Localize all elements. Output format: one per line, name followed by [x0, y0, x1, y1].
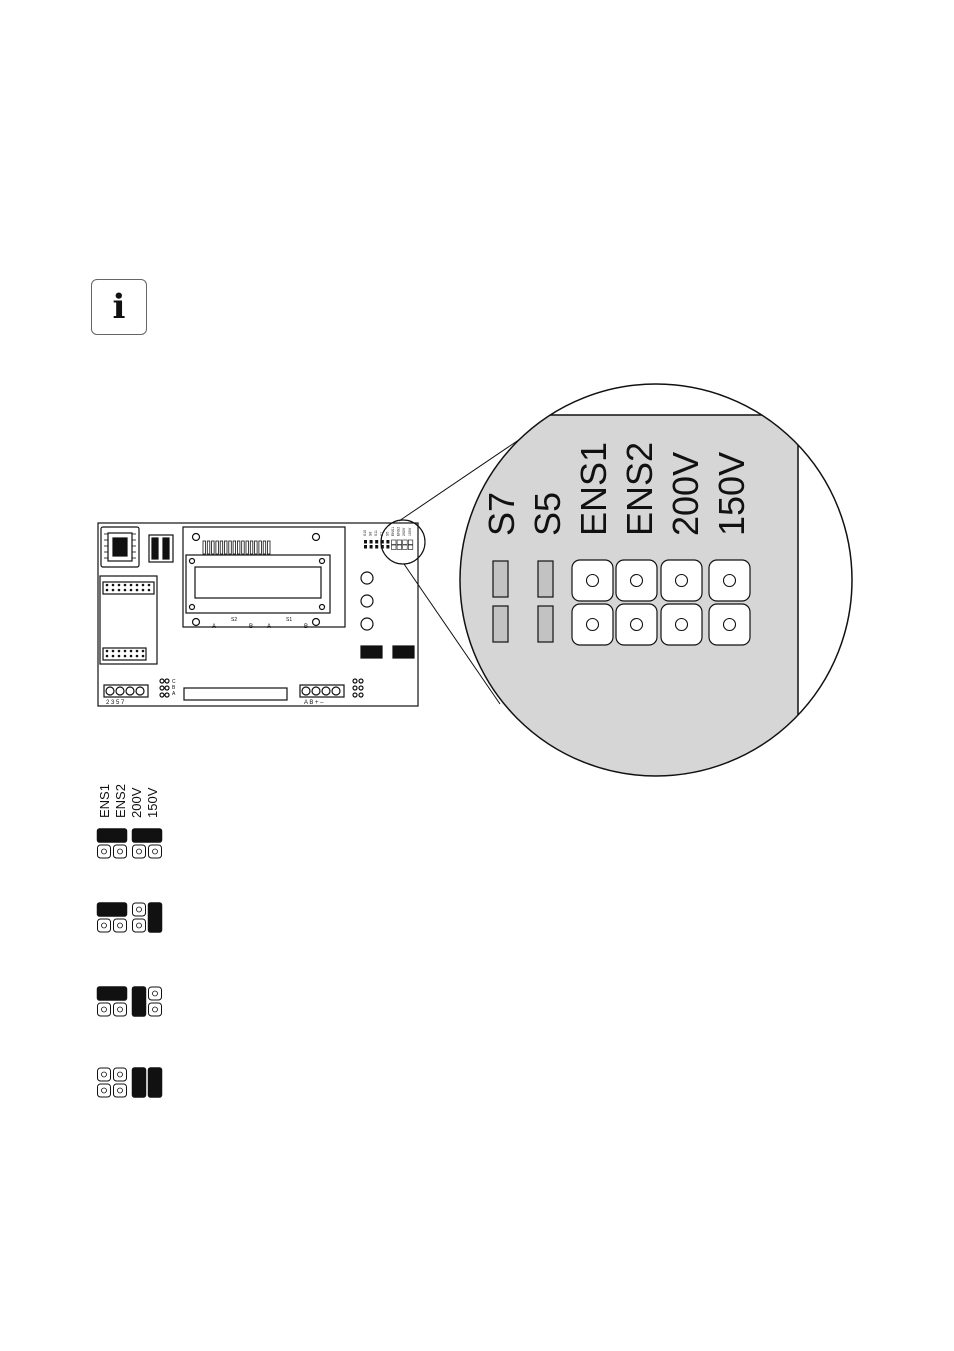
ribbon-connector [183, 687, 288, 701]
svg-text:C: C [172, 679, 176, 685]
led-3 [360, 617, 374, 631]
svg-text:A: A [172, 691, 176, 697]
connector-block-2 [392, 645, 415, 659]
tiny-jumper-label: ENS1 [391, 527, 395, 536]
tiny-jumper-label: S11 [374, 530, 378, 536]
zoom-line-bottom [403, 563, 501, 705]
jumper-pin-rect [537, 605, 554, 643]
connector-block-1 [360, 645, 383, 659]
zoom-label-s7: S7 [481, 492, 522, 536]
jumper-pin-square [708, 559, 751, 602]
terminal-right-labels: A B + – [304, 700, 324, 706]
zoom-label-ens1: ENS1 [573, 442, 614, 536]
jumper-pin-square [708, 603, 751, 646]
module-left [99, 575, 158, 665]
pcb-board: S2 S1 A B A B 2 3 5 7 C B A [97, 519, 426, 707]
tiny-jumper-label: 200V [402, 527, 406, 536]
svg-text:B: B [304, 624, 308, 630]
tiny-jumper-label: S5 [385, 532, 389, 536]
svg-text:A: A [212, 624, 216, 630]
jumper-pin-square [615, 559, 658, 602]
jumper-pin-rect [492, 560, 509, 598]
tiny-jumper-label: ENS2 [397, 527, 401, 536]
zoom-label-s5: S5 [527, 492, 568, 536]
jumper-pin-rect [492, 605, 509, 643]
zoom-label-200v: 200V [665, 452, 706, 536]
jumper-pin-square [571, 603, 614, 646]
led-1 [360, 571, 374, 585]
info-icon: i [91, 279, 147, 335]
tiny-jumper-label: S10 [363, 530, 367, 536]
legend-config-2 [96, 902, 163, 933]
zoom-label-150v: 150V [711, 452, 752, 536]
legend-header-200v: 200V [129, 787, 144, 818]
terminal-right [299, 684, 345, 698]
jumper-pin-square [571, 559, 614, 602]
jumper-pin-square [615, 603, 658, 646]
label-s2: S2 [231, 617, 237, 623]
magnifier-ring [380, 519, 426, 565]
svg-text:B: B [172, 685, 176, 691]
switch-icon [148, 534, 174, 563]
terminal-left-labels: 2 3 5 7 [106, 700, 125, 706]
label-s1: S1 [286, 617, 292, 623]
legend-header-ens1: ENS1 [97, 784, 112, 818]
legend-header-ens2: ENS2 [113, 784, 128, 818]
tiny-jumper-label: 150V [408, 527, 412, 536]
chip-icon [100, 526, 140, 568]
legend-config-4 [97, 1067, 163, 1098]
jumper-pin-square [660, 603, 703, 646]
zoom-label-ens2: ENS2 [619, 442, 660, 536]
tiny-jumper-label: S8 [369, 532, 373, 536]
svg-text:B: B [249, 624, 253, 630]
legend-config-1 [96, 828, 163, 859]
cba-jumpers [159, 678, 170, 698]
lcd-display [182, 526, 346, 628]
jumper-pin-square [660, 559, 703, 602]
tiny-jumper-label: S7 [380, 532, 384, 536]
svg-text:A: A [267, 624, 271, 630]
led-2 [360, 594, 374, 608]
terminal-left [103, 684, 149, 698]
aux-jumpers [352, 678, 364, 698]
legend-config-3 [96, 986, 162, 1017]
jumper-pin-rect [537, 560, 554, 598]
legend-header-150v: 150V [145, 787, 160, 818]
